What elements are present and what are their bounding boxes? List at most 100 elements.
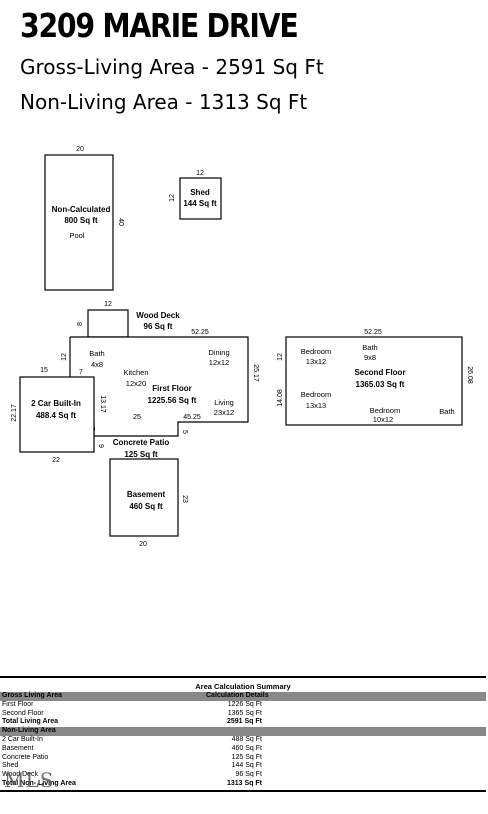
row-label: 2 Car Built-In — [2, 735, 43, 743]
garage-dim-left: 22.17 — [11, 404, 18, 422]
basement-dim-bottom: 20 — [139, 541, 147, 548]
bath2-label: Bath — [362, 343, 377, 352]
basement-area — [109, 458, 179, 537]
bath2-size: 9x8 — [364, 353, 376, 362]
row-label: Total Living Area — [2, 718, 59, 726]
deck-dim-top: 12 — [104, 301, 112, 308]
pool-label: Non-Calculated — [52, 205, 111, 214]
table-row-total: Total Living Area 2591 Sq Ft — [0, 718, 486, 727]
second-floor-dim-left-a: 12 — [277, 353, 284, 361]
kitchen-size: 12x20 — [126, 379, 146, 388]
dining-size: 12x12 — [209, 358, 229, 367]
living-label: Living — [214, 398, 234, 407]
address-title: 3209 MARIE DRIVE — [20, 6, 299, 45]
row-label: Wood Deck — [2, 771, 39, 779]
second-floor-area: 1365.03 Sq ft — [356, 380, 405, 389]
deck-dim-side: 8 — [77, 322, 84, 326]
row-value: 460 Sq Ft — [231, 744, 262, 752]
first-floor-dim-g: 5 — [181, 430, 188, 434]
shed-dim-top: 12 — [196, 170, 204, 177]
nla-header-row: Non-Living Area — [0, 727, 486, 736]
dining-label: Dining — [208, 348, 229, 357]
bedroom1-size: 13x12 — [306, 357, 326, 366]
bedroom3-label: Bedroom — [370, 406, 400, 415]
shed-area-label: 144 Sq ft — [183, 199, 217, 208]
pool-area — [44, 154, 114, 291]
first-floor-dim-top: 52.25 — [191, 329, 209, 336]
second-floor-outline — [285, 336, 463, 426]
row-label: Shed — [2, 762, 19, 770]
table-row-total: Total Non- Living Area 1313 Sq Ft — [0, 780, 486, 789]
deck-label: Wood Deck — [136, 311, 180, 320]
floor-plan: 20 40 Non-Calculated 800 Sq ft Pool 12 1… — [11, 146, 473, 548]
bedroom2-label: Bedroom — [301, 390, 331, 399]
row-label: Second Floor — [2, 709, 44, 717]
patio-area-label: 125 Sq ft — [124, 450, 158, 459]
shed-area — [179, 177, 222, 220]
row-value: 125 Sq Ft — [231, 753, 262, 761]
row-label: Concrete Patio — [2, 753, 49, 761]
second-floor-dim-top: 52.25 — [364, 329, 382, 336]
row-label: Total Non- Living Area — [2, 779, 76, 787]
row-value: 1365 Sq Ft — [227, 709, 262, 717]
row-label: First Floor — [2, 700, 34, 708]
basement-label: Basement — [127, 490, 166, 499]
gla-header-row: Gross Living Area Calculation Details — [0, 692, 486, 701]
summary-title: Area Calculation Summary — [195, 682, 291, 691]
pool-area-label: 800 Sq ft — [64, 216, 98, 225]
first-floor-label: First Floor — [152, 384, 192, 393]
deck-area-label: 96 Sq ft — [144, 322, 173, 331]
living-size: 23x12 — [214, 408, 234, 417]
table-row: First Floor 1226 Sq Ft — [0, 701, 486, 710]
first-floor-dim-c: 13.17 — [99, 395, 106, 413]
pool-sublabel: Pool — [69, 231, 84, 240]
bath-size: 4x8 — [91, 360, 103, 369]
second-floor-bath-label: Bath — [439, 407, 454, 416]
table-row: Basement 460 Sq Ft — [0, 745, 486, 754]
table-row: Shed 144 Sq Ft — [0, 762, 486, 771]
row-value: 1313 Sq Ft — [226, 779, 262, 787]
first-floor-dim-d: 25 — [133, 414, 141, 421]
gla-header: Gross Living Area — [2, 692, 63, 699]
first-floor-dim-e: 45.25 — [183, 414, 201, 421]
pool-dim-side: 40 — [117, 218, 124, 226]
bedroom1-label: Bedroom — [301, 347, 331, 356]
garage-area — [19, 376, 95, 453]
row-value: 96 Sq Ft — [235, 771, 262, 779]
table-row: Wood Deck 96 Sq Ft — [0, 771, 486, 780]
basement-dim-side: 23 — [181, 495, 188, 503]
calc-header: Calculation Details — [206, 692, 269, 699]
row-label: Basement — [2, 744, 34, 752]
area-summary-table: Area Calculation Summary Gross Living Ar… — [0, 676, 486, 792]
garage-label: 2 Car Built-In — [31, 399, 81, 408]
garage-area-label: 488.4 Sq ft — [36, 411, 76, 420]
second-floor-dim-left-b: 14.08 — [277, 389, 284, 407]
first-floor-dim-a: 12 — [61, 353, 68, 361]
shed-label: Shed — [190, 188, 210, 197]
patio-label: Concrete Patio — [113, 438, 170, 447]
row-value: 488 Sq Ft — [231, 735, 262, 743]
garage-dim-right: 9 — [97, 444, 104, 448]
first-floor-dim-right: 25.17 — [252, 364, 259, 382]
kitchen-label: Kitchen — [123, 368, 148, 377]
garage-dim-top: 15 — [40, 367, 48, 374]
bedroom2-size: 13x13 — [306, 401, 326, 410]
wood-deck-area — [87, 309, 129, 338]
non-living-area-text: Non-Living Area - 1313 Sq Ft — [20, 90, 308, 114]
table-row: 2 Car Built-In 488 Sq Ft — [0, 736, 486, 745]
bedroom3-size: 10x12 — [373, 415, 393, 424]
row-value: 1226 Sq Ft — [227, 700, 262, 708]
nla-header: Non-Living Area — [2, 727, 56, 735]
basement-area-label: 460 Sq ft — [129, 502, 163, 511]
second-floor-label: Second Floor — [354, 368, 405, 377]
first-floor-dim-b: 7 — [79, 369, 83, 376]
bath-label: Bath — [89, 349, 104, 358]
second-floor-dim-right: 26.08 — [466, 366, 473, 384]
row-value: 144 Sq Ft — [231, 762, 262, 770]
table-row: Concrete Patio 125 Sq Ft — [0, 754, 486, 763]
table-row: Second Floor 1365 Sq Ft — [0, 710, 486, 719]
pool-dim-top: 20 — [76, 146, 84, 153]
shed-dim-side: 12 — [169, 194, 176, 202]
mls-watermark: MLS — [4, 768, 55, 792]
garage-dim-bottom: 22 — [52, 457, 60, 464]
